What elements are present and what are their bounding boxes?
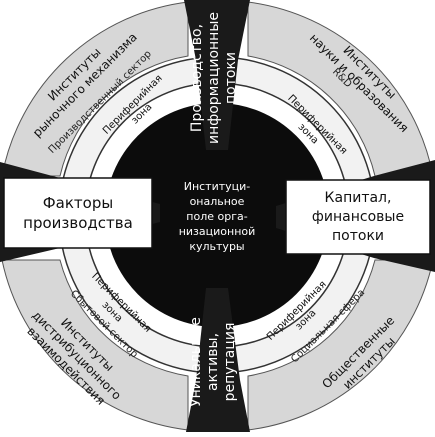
outer-ring	[1, 1, 434, 431]
flow-right-line: Капитал,	[325, 190, 392, 206]
flow-top-label: Производство, информационные потоки	[189, 12, 239, 144]
arrow-top	[184, 0, 250, 150]
flow-top-line: Производство,	[189, 24, 205, 132]
center-line: ональное	[190, 195, 245, 208]
center-line: поле орга-	[186, 210, 247, 223]
center-line: культуры	[189, 240, 244, 253]
flow-bottom-label: Уникальные активы, репутация	[188, 317, 238, 407]
flow-left-line: производства	[23, 214, 133, 232]
flow-top-line: информационные	[206, 12, 222, 144]
flow-right-line: потоки	[332, 228, 384, 244]
center-line: Институци-	[184, 180, 251, 193]
flow-right-line: финансовые	[312, 209, 404, 225]
arrow-bottom	[186, 288, 250, 432]
flow-left-line: Факторы	[43, 194, 113, 212]
flow-bottom-line: активы,	[205, 333, 221, 391]
core-field	[105, 103, 329, 327]
center-line: низационной	[179, 225, 256, 238]
flow-right-label: Капитал, финансовые потоки	[312, 190, 404, 244]
flow-left-label: Факторы производства	[23, 194, 133, 232]
right-flow-box	[285, 179, 431, 255]
left-flow-box	[3, 177, 153, 249]
flow-top-line: потоки	[223, 52, 239, 104]
flow-bottom-line: репутация	[222, 323, 238, 402]
center-label: Институци- ональное поле орга- низационн…	[179, 180, 256, 253]
flow-bottom-line: Уникальные	[188, 317, 204, 407]
